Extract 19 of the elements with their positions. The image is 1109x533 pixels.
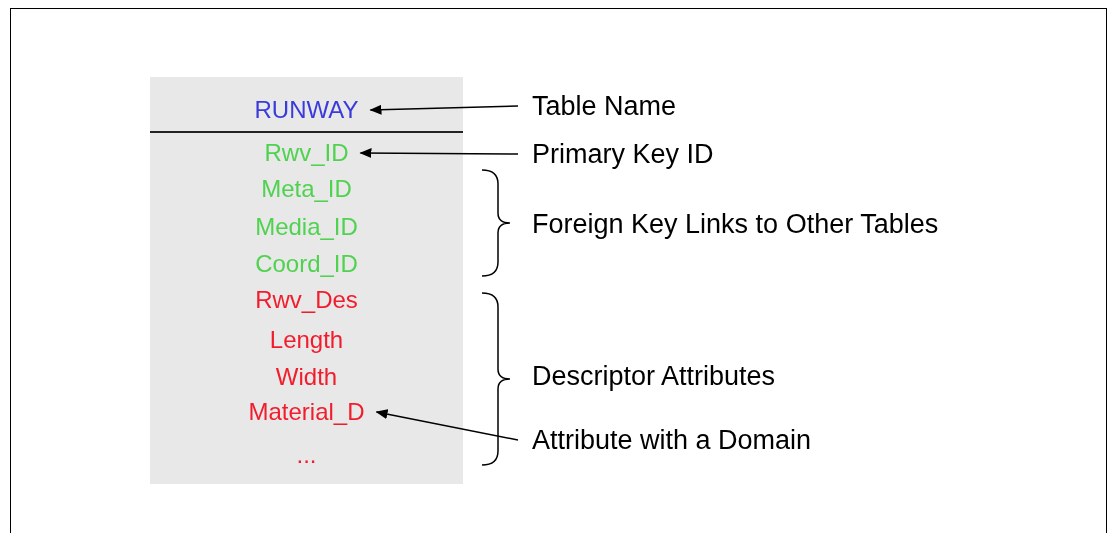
field-name: Width xyxy=(275,363,338,391)
annotation-label: Attribute with a Domain xyxy=(532,424,812,456)
annotation-label: Primary Key ID xyxy=(532,138,714,170)
annotation-label: Table Name xyxy=(532,90,677,122)
table-name: RUNWAY xyxy=(254,96,359,124)
leader-arrow xyxy=(369,104,519,115)
field-name: Media_ID xyxy=(255,213,358,241)
table-panel xyxy=(150,77,463,484)
field-name: Rwv_ID xyxy=(264,139,349,167)
ellipsis: ... xyxy=(296,441,317,469)
field-name: Material_D xyxy=(248,398,365,426)
field-name: Length xyxy=(269,326,344,354)
field-name: Rwv_Des xyxy=(255,286,358,314)
annotation-label: Descriptor Attributes xyxy=(532,360,776,392)
leader-arrow xyxy=(375,409,519,441)
field-name: Coord_ID xyxy=(255,250,358,278)
field-name: Meta_ID xyxy=(261,175,352,203)
leader-arrow xyxy=(359,148,519,159)
annotation-label: Foreign Key Links to Other Tables xyxy=(532,208,939,240)
